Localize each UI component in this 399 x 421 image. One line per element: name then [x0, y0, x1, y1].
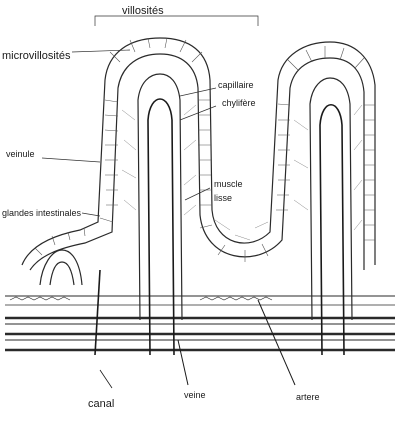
right-villus-gap [310, 78, 352, 320]
muscle-layers [5, 296, 395, 350]
left-villus-gap [138, 74, 182, 320]
label-microvillosites: microvillosités [2, 50, 71, 62]
label-glandes: glandes intestinales [2, 208, 82, 218]
blood-vessels [95, 99, 344, 388]
epithelial-cells [35, 38, 375, 262]
label-villosites: villosités [122, 5, 164, 17]
label-lisse: lisse [214, 193, 232, 203]
label-chylifere: chylifère [222, 98, 256, 108]
label-veinule: veinule [6, 149, 35, 159]
label-veine: veine [184, 390, 206, 400]
villi-inner-surface [30, 54, 364, 270]
veine-vessel [178, 340, 188, 385]
label-muscle: muscle [214, 179, 243, 189]
left-villus-vessel [148, 99, 174, 355]
label-artere: artere [296, 392, 320, 402]
canal-pointer [100, 370, 112, 388]
left-edge-vessel [95, 270, 100, 355]
label-canal: canal [88, 398, 114, 410]
artere-vessel [258, 300, 295, 385]
villosites-bracket [95, 16, 258, 26]
lamina-propria [122, 105, 362, 240]
label-capillaire: capillaire [218, 80, 254, 90]
